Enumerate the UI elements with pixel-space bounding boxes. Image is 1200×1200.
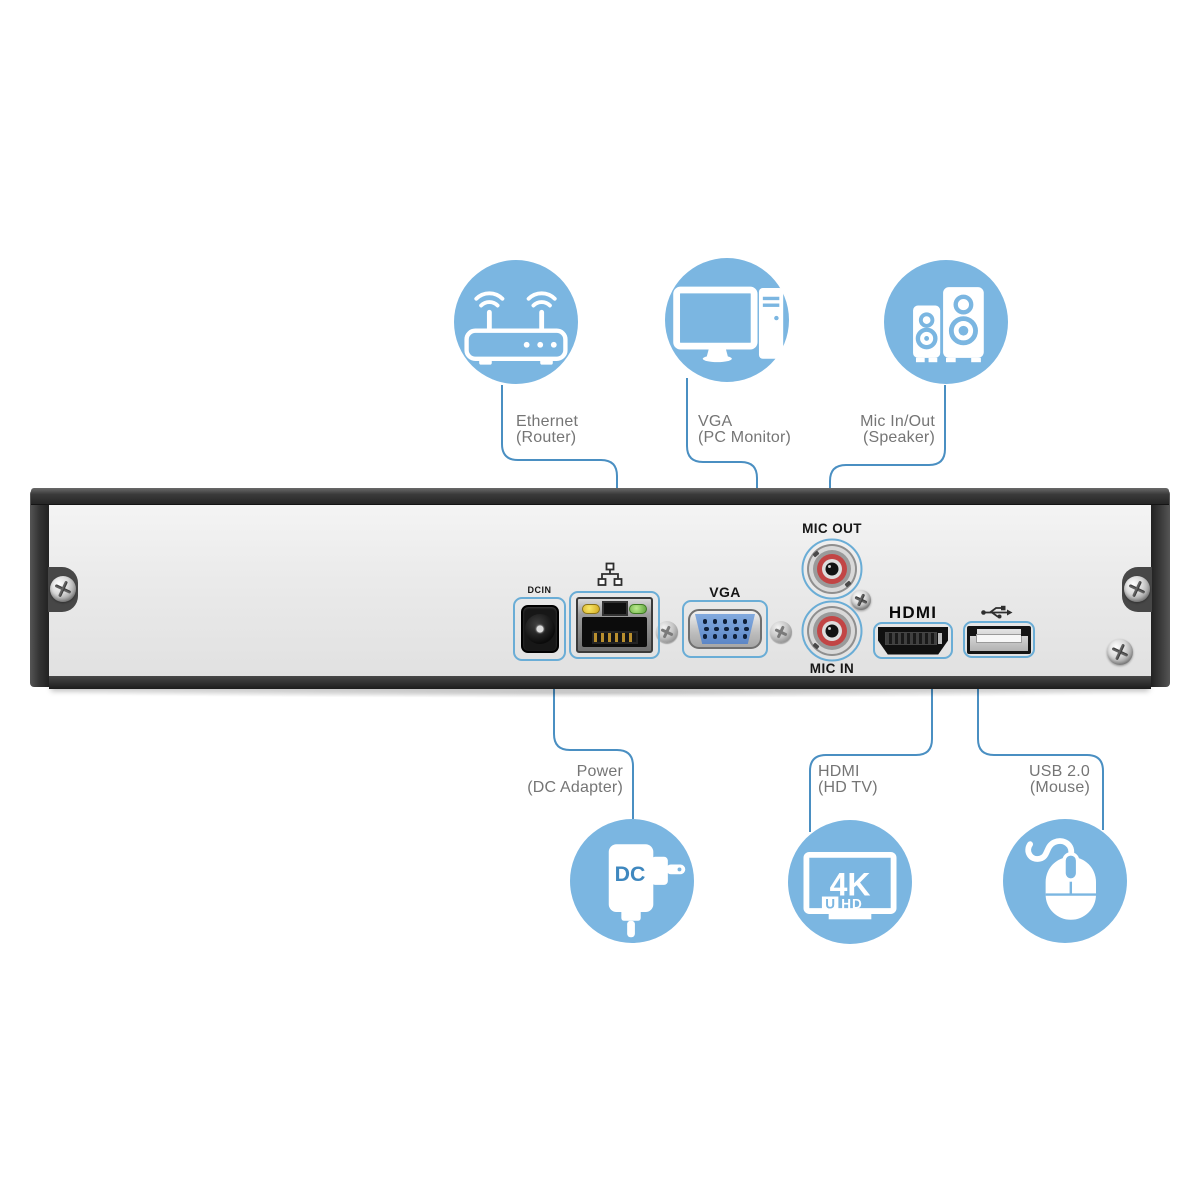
usb-callout-label: USB 2.0 (Mouse) — [940, 764, 1090, 795]
hdmi-label-line1: HDMI — [818, 763, 860, 780]
ethernet-port — [569, 591, 660, 659]
hdmi-port — [873, 622, 953, 659]
ethernet-led-green — [629, 604, 647, 614]
vga-callout-circle — [665, 258, 789, 382]
vga-pin-row — [704, 626, 749, 632]
chassis-bottom-edge — [49, 676, 1151, 689]
vga-jack-post-left — [656, 621, 678, 643]
vga-pin-row — [702, 619, 748, 624]
rj45-cavity — [582, 617, 647, 647]
tv-uhd-u-text: U — [825, 897, 835, 912]
mic-in-port-label: MIC IN — [809, 661, 855, 676]
ethernet-label-line1: Ethernet — [516, 413, 579, 430]
hdmi-connector — [878, 626, 948, 655]
rj45-connector — [576, 597, 653, 653]
ethernet-label-line2: (Router) — [516, 428, 577, 446]
power-callout-label: Power (DC Adapter) — [473, 764, 623, 795]
dc-in-port-label: DCIN — [527, 585, 552, 595]
hdmi-pin-slot — [885, 631, 937, 645]
dc-jack-pin — [536, 625, 543, 633]
desktop-computer-icon — [673, 286, 784, 363]
tv-4k-uhd-icon: 4K U HD — [803, 851, 897, 920]
usb-label-line1: USB 2.0 — [1029, 763, 1090, 780]
usb-port — [963, 621, 1035, 658]
mic-out-port-label: MIC OUT — [802, 521, 862, 536]
vga-dsub-connector — [688, 609, 762, 649]
dc-barrel-jack — [520, 605, 559, 653]
mic-out-rca-jack — [801, 538, 863, 600]
mouse-callout-circle — [1003, 819, 1127, 943]
screw-left-tab — [50, 576, 76, 602]
mic-label-line2: (Speaker) — [862, 428, 935, 446]
vga-port — [682, 600, 768, 658]
power-label-line1: Power — [576, 763, 623, 780]
mic-callout-circle — [884, 260, 1008, 384]
vga-label-line2: (PC Monitor) — [698, 428, 792, 446]
power-callout-circle: DC — [570, 819, 694, 943]
computer-mouse-icon — [1025, 838, 1096, 920]
vga-pin-row — [702, 634, 748, 639]
vga-pin-field — [695, 614, 755, 644]
mic-in-rca-jack — [801, 600, 863, 662]
dc-icon-text: DC — [615, 862, 646, 886]
usb-tongue — [976, 633, 1022, 643]
hdmi-logo: HDMI — [888, 603, 938, 622]
ethernet-led-yellow — [582, 604, 600, 614]
ethernet-callout-label: Ethernet (Router) — [516, 414, 578, 445]
hdtv-callout-circle: 4K U HD — [788, 820, 912, 944]
dc-in-port — [513, 597, 566, 661]
screw-between-mic-jacks — [851, 590, 871, 610]
hdmi-label-line2: (HD TV) — [818, 778, 878, 796]
vga-callout-label: VGA (PC Monitor) — [698, 414, 791, 445]
chassis-right-end — [1151, 490, 1170, 687]
hdmi-callout-label: HDMI (HD TV) — [818, 764, 878, 795]
usb-a-connector — [967, 625, 1031, 654]
wifi-router-icon — [464, 291, 568, 365]
vga-port-label: VGA — [709, 584, 741, 600]
vga-jack-post-right — [770, 621, 792, 643]
power-label-line2: (DC Adapter) — [527, 778, 623, 796]
tv-uhd-hd-text: HD — [841, 897, 863, 912]
chassis-left-end — [30, 490, 49, 687]
chassis-shadow — [60, 688, 1140, 698]
usb-label-line2: (Mouse) — [1029, 778, 1090, 796]
screw-panel-right — [1107, 639, 1133, 665]
hdmi-latch — [938, 632, 942, 644]
rj45-latch-slot — [601, 601, 628, 616]
speakers-icon — [913, 287, 984, 363]
chassis-top-edge — [31, 488, 1169, 505]
dc-adapter-icon: DC — [608, 844, 686, 938]
ethernet-callout-circle — [454, 260, 578, 384]
mic-label-line1: Mic In/Out — [860, 413, 935, 430]
mic-callout-label: Mic In/Out (Speaker) — [785, 414, 935, 445]
usb-symbol-icon — [981, 605, 1013, 619]
lan-network-icon — [597, 562, 623, 586]
vga-label-line1: VGA — [698, 413, 733, 430]
screw-right-tab — [1124, 576, 1150, 602]
rj45-pins — [591, 631, 638, 644]
usb-connector-inner — [970, 628, 1028, 651]
